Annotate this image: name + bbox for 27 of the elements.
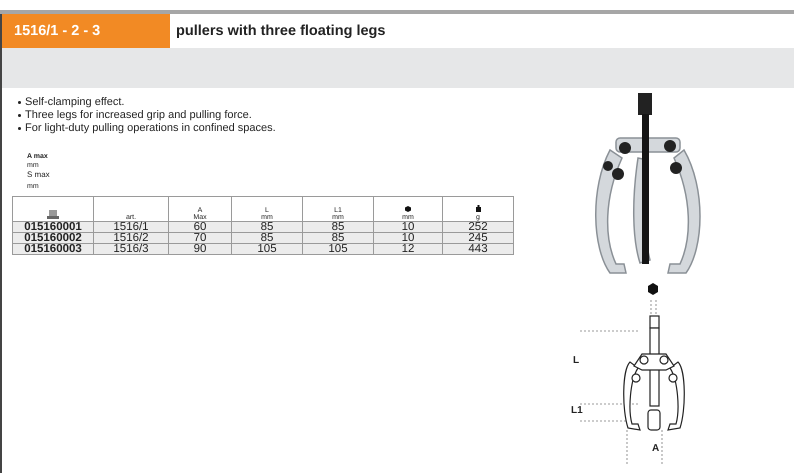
bullet-point: Self-clamping effect. (18, 96, 276, 109)
table-cell: 443 (442, 244, 514, 254)
page-title: pullers with three floating legs (176, 22, 386, 41)
table-cell: 85 (232, 222, 302, 232)
dimension-label: A (652, 443, 660, 454)
table-cell: 1516/3 (94, 244, 168, 254)
table-cell: 015160002 (12, 232, 94, 244)
table-cell: 015160003 (12, 244, 94, 254)
dimension-label: L1 (571, 405, 583, 416)
table-cell: 10 (374, 232, 442, 244)
bullet-point: Three legs for increased grip and pulling force. (18, 109, 276, 122)
bullet-point: For light-duty pulling operations in confined spaces. (18, 122, 276, 135)
product-code-banner: 1516/1 - 2 - 3 (2, 14, 170, 48)
table-cell: 015160001 (12, 222, 94, 232)
dimension-label: L (573, 355, 580, 366)
table-cell: 85 (232, 232, 302, 244)
table-cell: 252 (442, 222, 514, 232)
table-cell: 105 (302, 244, 374, 254)
table-cell: 245 (442, 232, 514, 244)
table-cell: 85 (302, 232, 374, 244)
table-cell: 1516/2 (94, 232, 168, 244)
spec-label: S max (27, 170, 50, 179)
table-cell: 105 (232, 244, 302, 254)
table-cell: 1516/1 (94, 222, 168, 232)
table-cell: 12 (374, 244, 442, 254)
table-cell: 85 (302, 222, 374, 232)
table-cell: 10 (374, 222, 442, 232)
